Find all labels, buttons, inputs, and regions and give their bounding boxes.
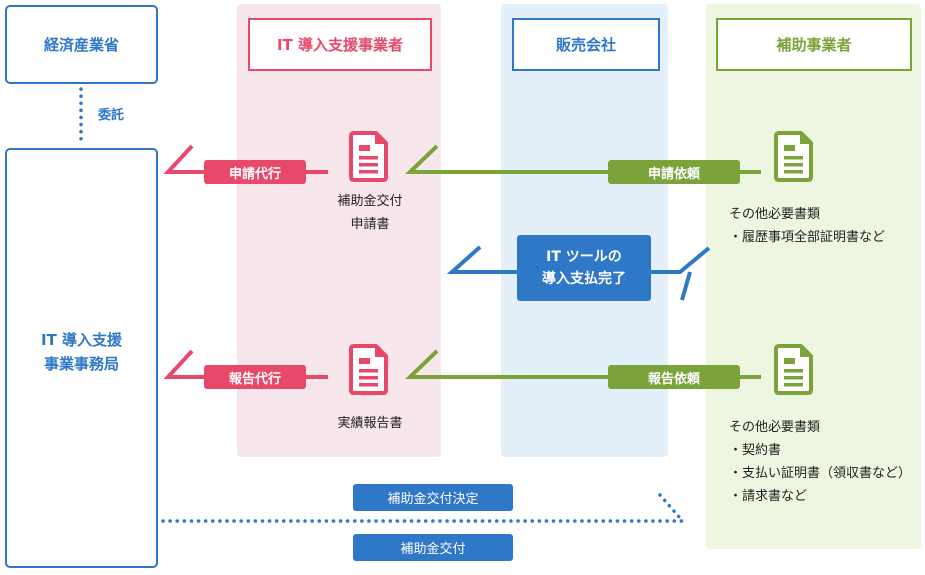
grantee-header: 補助事業者 bbox=[716, 18, 912, 71]
application-document-icon bbox=[349, 131, 388, 182]
apply-request-pill: 申請依頼 bbox=[608, 160, 740, 184]
report-document-icon bbox=[349, 344, 388, 395]
ministry-header: 経済産業省 bbox=[5, 5, 158, 84]
report-notes: その他必要書類 ・契約書 ・支払い証明書（領収書など） ・請求書など bbox=[729, 416, 911, 508]
office-box: IT 導入支援 事業事務局 bbox=[5, 148, 158, 568]
payment-arrow bbox=[446, 245, 711, 274]
report-request-pill: 報告依頼 bbox=[608, 365, 740, 389]
apply-notes: その他必要書類 ・履歴事項全部証明書など bbox=[729, 203, 885, 249]
report-document-label: 実績報告書 bbox=[337, 416, 403, 431]
payment-pill: IT ツールの 導入支払完了 bbox=[517, 235, 651, 301]
sales-header: 販売会社 bbox=[512, 18, 660, 71]
report-notes-item: ・請求書など bbox=[729, 489, 808, 504]
apply-extra-document-icon bbox=[774, 131, 813, 182]
grant-pill: 補助金交付 bbox=[353, 534, 513, 561]
apply-proxy-pill: 申請代行 bbox=[204, 160, 306, 184]
application-document-label: 補助金交付 申請書 bbox=[318, 190, 422, 236]
payment-label-line2: 導入支払完了 bbox=[542, 271, 626, 287]
ministry-link-label: 委託 bbox=[98, 108, 125, 123]
grantee-column bbox=[706, 4, 921, 549]
report-notes-item: ・支払い証明書（領収書など） bbox=[729, 466, 912, 481]
apply-notes-title: その他必要書類 bbox=[729, 207, 821, 222]
it-vendor-header: IT 導入支援事業者 bbox=[248, 18, 432, 71]
payment-arrow-tip bbox=[680, 271, 692, 301]
decision-pill: 補助金交付決定 bbox=[353, 484, 513, 511]
office-label-line2: 事業事務局 bbox=[43, 355, 119, 373]
application-label-line2: 申請書 bbox=[350, 217, 390, 232]
report-proxy-pill: 報告代行 bbox=[204, 365, 306, 389]
report-notes-title: その他必要書類 bbox=[729, 420, 821, 435]
office-label-line1: IT 導入支援 bbox=[40, 331, 123, 349]
application-label-line1: 補助金交付 bbox=[337, 194, 403, 209]
report-notes-item: ・契約書 bbox=[729, 443, 782, 458]
payment-label-line1: IT ツールの bbox=[546, 249, 622, 265]
apply-notes-item: ・履歴事項全部証明書など bbox=[729, 230, 886, 245]
grant-dotted-tip bbox=[658, 493, 682, 520]
report-extra-document-icon bbox=[774, 344, 813, 395]
